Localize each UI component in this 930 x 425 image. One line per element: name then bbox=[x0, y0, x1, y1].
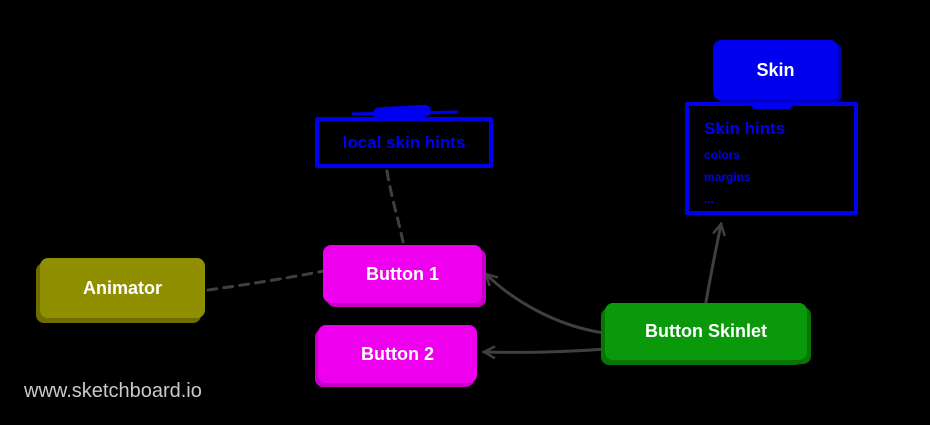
node-skin-hints[interactable]: Skin hints colors margins ... bbox=[685, 102, 858, 215]
edge-animator-to-button1[interactable] bbox=[206, 269, 326, 292]
node-button1[interactable]: Button 1 bbox=[323, 245, 482, 303]
node-button-skinlet[interactable]: Button Skinlet bbox=[605, 303, 807, 360]
edge-local-skin-hints-to-button1[interactable] bbox=[385, 169, 405, 244]
skin-hints-item-ellipsis: ... bbox=[704, 192, 715, 206]
node-skin[interactable]: Skin bbox=[713, 40, 838, 100]
node-button1-label: Button 1 bbox=[366, 263, 439, 284]
node-skin-label: Skin bbox=[756, 59, 795, 80]
node-button2[interactable]: Button 2 bbox=[318, 325, 477, 383]
edge-button-skinlet-to-button1[interactable] bbox=[484, 272, 606, 335]
skin-hints-item-margins: margins bbox=[704, 170, 751, 184]
sketchboard-watermark: www.sketchboard.io bbox=[24, 380, 202, 402]
node-skin-hints-title: Skin hints bbox=[704, 119, 786, 138]
node-animator[interactable]: Animator bbox=[40, 258, 205, 318]
edge-button-skinlet-to-skin-hints[interactable] bbox=[704, 221, 726, 304]
node-local-skin-hints[interactable]: local skin hints bbox=[315, 117, 493, 168]
node-button2-label: Button 2 bbox=[361, 343, 434, 364]
node-button-skinlet-label: Button Skinlet bbox=[645, 321, 767, 341]
node-local-skin-hints-label: local skin hints bbox=[342, 132, 466, 152]
node-animator-label: Animator bbox=[82, 277, 162, 298]
skin-hints-item-colors: colors bbox=[704, 148, 741, 162]
local-skin-hints-scribble bbox=[351, 104, 459, 120]
edge-button-skinlet-to-button2[interactable] bbox=[481, 345, 609, 360]
